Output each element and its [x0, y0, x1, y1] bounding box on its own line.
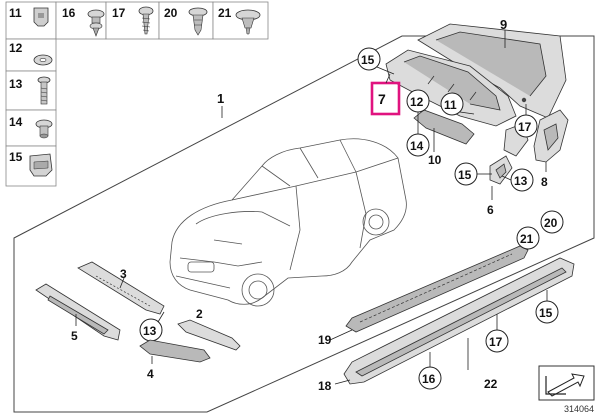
lower-strip-4 — [139, 339, 211, 363]
svg-text:13: 13 — [143, 324, 157, 338]
callout-19[interactable]: 19 — [318, 333, 332, 347]
car-outline — [169, 138, 407, 307]
legend-label-20: 20 — [164, 6, 178, 20]
callout-8[interactable]: 8 — [541, 175, 548, 189]
callout-4[interactable]: 4 — [147, 367, 154, 381]
callout-6[interactable]: 6 — [487, 203, 494, 217]
push-rivet-icon — [87, 9, 105, 37]
callout-13-bottom[interactable]: 13 — [139, 318, 163, 342]
callout-18[interactable]: 18 — [318, 379, 332, 393]
svg-text:15: 15 — [458, 168, 472, 182]
rear-diffuser-trim — [385, 49, 517, 127]
legend-label-14: 14 — [9, 115, 23, 129]
self-tapping-screw-icon — [138, 6, 154, 35]
callout-21[interactable]: 21 — [516, 226, 540, 250]
front-spoiler-5 — [35, 283, 121, 341]
svg-text:12: 12 — [410, 95, 424, 109]
callout-15-top[interactable]: 15 — [357, 47, 381, 71]
legend-label-21: 21 — [218, 6, 232, 20]
legend-label-13: 13 — [9, 77, 23, 91]
callout-13-top[interactable]: 13 — [510, 168, 534, 192]
legend-label-15: 15 — [9, 150, 23, 164]
collar-nut-icon — [35, 119, 53, 139]
callout-20[interactable]: 20 — [540, 210, 564, 234]
side-skirt-trim-19 — [345, 245, 529, 333]
callout-16[interactable]: 16 — [418, 366, 442, 390]
callout-5[interactable]: 5 — [71, 329, 78, 343]
side-skirt-18 — [343, 257, 575, 385]
callout-7[interactable]: 7 — [378, 91, 386, 107]
hex-bolt-icon — [37, 76, 51, 105]
svg-text:15: 15 — [361, 53, 375, 67]
callout-2[interactable]: 2 — [196, 307, 203, 321]
washer-icon — [33, 54, 53, 66]
callout-17-bottom[interactable]: 17 — [485, 329, 509, 353]
side-bracket-8 — [533, 109, 569, 163]
callout-10[interactable]: 10 — [428, 153, 442, 167]
legend-label-12: 12 — [9, 41, 23, 55]
svg-text:13: 13 — [514, 174, 528, 188]
callout-12[interactable]: 12 — [406, 89, 430, 113]
orientation-arrow-icon — [538, 365, 595, 401]
callout-17-top[interactable]: 17 — [514, 114, 538, 138]
clip-rivet-icon — [235, 9, 261, 35]
front-trim-3 — [77, 261, 165, 315]
spring-clip-icon — [29, 153, 53, 177]
legend-cell-21[interactable] — [212, 1, 269, 40]
rear-bumper-trim-9 — [417, 23, 567, 119]
svg-text:20: 20 — [544, 216, 558, 230]
callout-1[interactable]: 1 — [217, 91, 224, 106]
expanding-rivet-icon — [188, 7, 208, 36]
legend-label-16: 16 — [62, 6, 76, 20]
legend-grid: 11 16 17 20 21 12 13 14 15 — [5, 1, 269, 187]
svg-text:11: 11 — [444, 98, 457, 112]
legend-label-11: 11 — [9, 6, 22, 20]
legend-label-17: 17 — [112, 6, 126, 20]
bracket-6 — [489, 155, 513, 185]
svg-text:14: 14 — [410, 139, 424, 153]
svg-text:21: 21 — [520, 232, 534, 246]
assembly-frame: 1 — [13, 35, 595, 413]
callout-11[interactable]: 11 — [440, 92, 464, 116]
svg-text:17: 17 — [518, 120, 532, 134]
lip-trim-2 — [177, 319, 241, 351]
highlight-box — [370, 81, 401, 116]
svg-text:15: 15 — [539, 306, 553, 320]
callout-15-mid[interactable]: 15 — [454, 162, 478, 186]
callout-3[interactable]: 3 — [120, 267, 127, 281]
callout-22[interactable]: 22 — [484, 377, 498, 391]
svg-text:17: 17 — [489, 335, 503, 349]
svg-text:16: 16 — [422, 372, 436, 386]
callout-9[interactable]: 9 — [500, 17, 507, 32]
legend-cell-12[interactable] — [5, 38, 57, 72]
callout-15-bottom[interactable]: 15 — [535, 300, 559, 324]
clip-nut-icon — [33, 7, 49, 27]
diagram-id: 314064 — [564, 404, 594, 414]
callout-14[interactable]: 14 — [406, 133, 430, 157]
